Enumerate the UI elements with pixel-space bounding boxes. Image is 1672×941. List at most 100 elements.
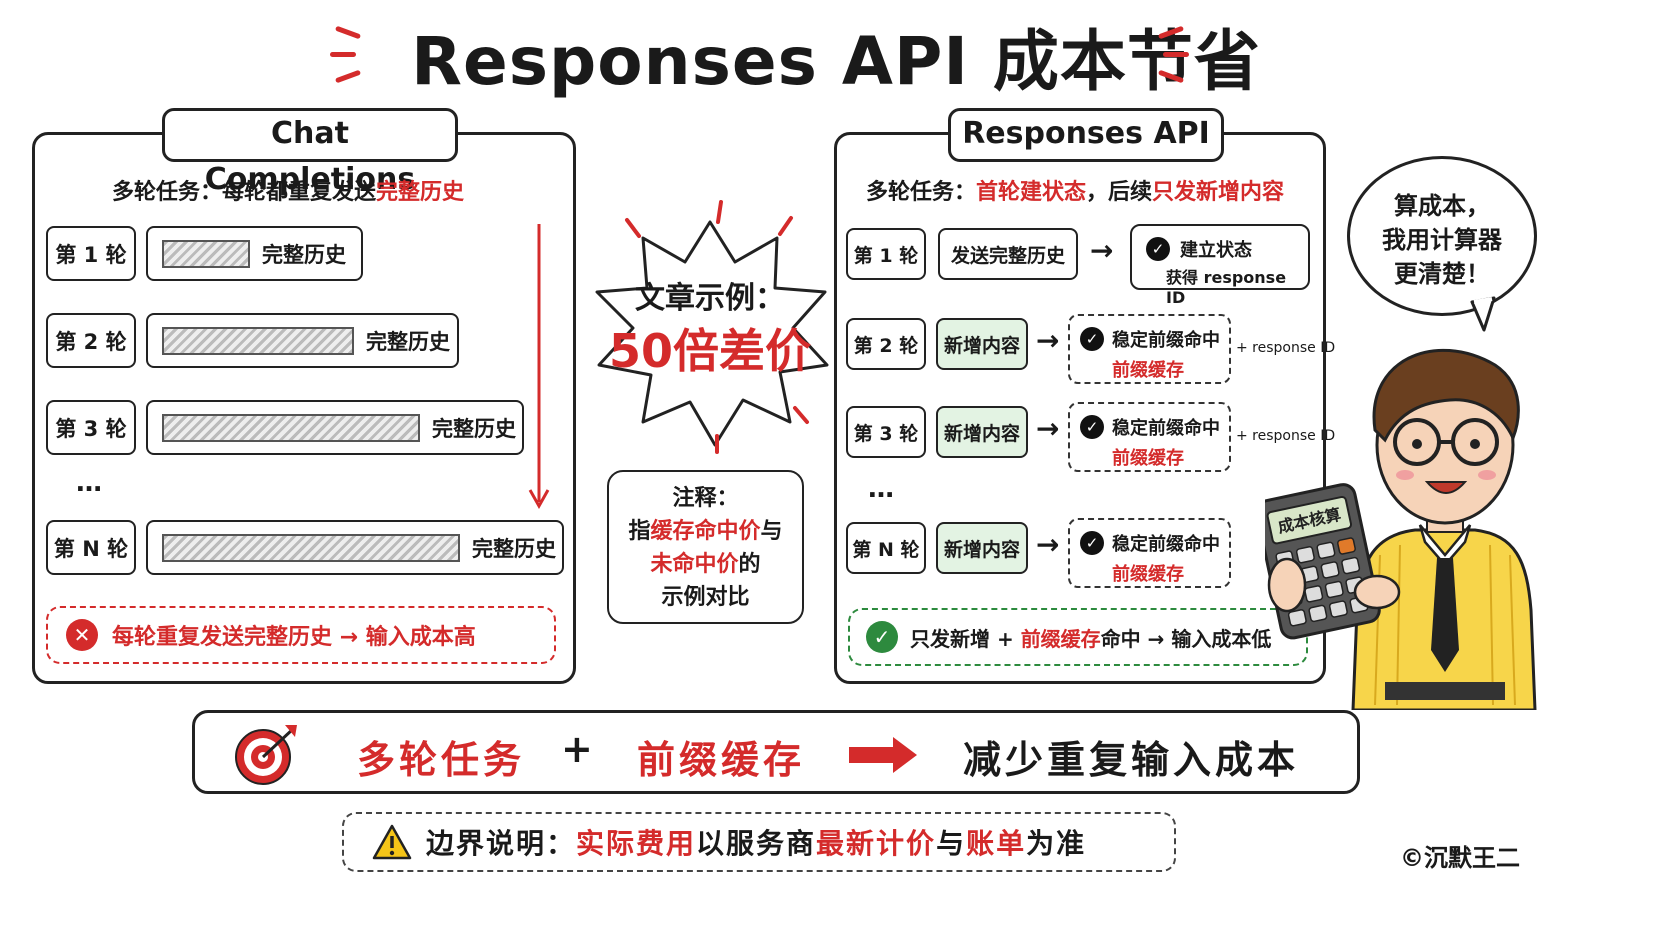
right-subtitle-text: ，后续 [1086,180,1153,205]
history-label: 完整历史 [472,536,556,561]
build-state-text: 建立状态 [1180,240,1252,261]
cache-hit-text: 稳定前缀命中 [1112,330,1220,351]
new-content-box: 新增内容 [936,406,1028,458]
cache-hit-row: ✓ 稳定前缀命中 [1080,414,1220,440]
response-id-tag: + response ID [1236,428,1336,444]
warning-icon [372,824,412,860]
arrow-right-icon [849,737,917,773]
prefix-cache-box: ✓ 稳定前缀命中 前缀缓存 [1068,518,1231,588]
responses-api-tab: Responses API [948,108,1224,162]
history-label: 完整历史 [366,329,450,354]
history-bar [162,533,460,562]
summary-part3: 减少重复输入成本 [963,738,1300,782]
right-ellipsis: … [868,474,894,504]
arrow-right-icon: → [1090,234,1114,267]
boundary-note: 边界说明：实际费用以服务商最新计价与账单为准 [342,812,1176,872]
cache-hit-text: 稳定前缀命中 [1112,418,1220,439]
burst-label: 文章示例： [635,281,785,316]
right-round-label: 第 N 轮 [846,522,926,574]
right-subtitle-highlight: 只发新增内容 [1152,180,1285,205]
right-subtitle: 多轮任务：首轮建状态，后续只发新增内容 [866,174,1284,206]
check-icon: ✓ [1146,237,1170,261]
check-icon: ✓ [1080,327,1104,351]
left-subtitle-text: 多轮任务：每轮都重复发送 [112,180,377,205]
left-subtitle: 多轮任务：每轮都重复发送完整历史 [112,174,464,206]
cache-label: 前缀缓存 [1112,448,1184,469]
send-full-history-box: 发送完整历史 [938,228,1078,280]
note-text: 的 [738,552,761,577]
left-round-label: 第 1 轮 [46,226,136,281]
note-text: 指 [628,519,651,544]
right-footer-text: 只发新增 + 前缀缓存命中 → 输入成本低 [910,623,1271,652]
spark-decoration [330,52,356,57]
response-id-text: 获得 response ID [1166,268,1287,307]
prefix-cache-box: ✓ 稳定前缀命中 前缀缓存 [1068,402,1231,472]
check-icon: ✓ [1080,415,1104,439]
burst-shape [595,200,829,454]
history-bar [162,413,420,442]
target-icon [235,725,297,785]
note-box: 注释： 指缓存命中价与 未命中价的 示例对比 [607,470,804,624]
note-highlight: 缓存命中价 [650,519,761,544]
left-history-box: 完整历史 [146,400,524,455]
bubble-tail [1470,296,1496,332]
prefix-cache-box: ✓ 稳定前缀命中 前缀缓存 [1068,314,1231,384]
left-round-label: 第 N 轮 [46,520,136,575]
note-highlight: 未命中价 [650,552,739,577]
check-icon: ✓ [1080,531,1104,555]
chat-completions-tab: Chat Completions [162,108,458,197]
cache-hit-row: ✓ 稳定前缀命中 [1080,530,1220,556]
note-title: 注释： [672,486,739,511]
boundary-text: 以服务商 [696,827,817,860]
boundary-text: 为准 [1026,827,1087,860]
note-line: 未命中价的 [609,548,802,581]
cache-hit-row: ✓ 稳定前缀命中 [1080,326,1220,352]
boundary-text: 与 [936,827,967,860]
arrow-right-icon: → [1036,528,1060,561]
author-credit: ©沉默王二 [1400,844,1520,872]
summary-part1: 多轮任务 [357,738,526,782]
history-bar [162,326,354,355]
response-id-tag: + response ID [1236,340,1336,356]
left-history-box: 完整历史 [146,520,564,575]
footer-highlight: 前缀缓存 [1020,626,1101,651]
character-illustration-icon: 成本核算 [1265,348,1537,710]
right-subtitle-text: 多轮任务： [866,180,977,205]
boundary-highlight: 实际费用 [576,827,697,860]
footer-text: 命中 → 输入成本低 [1100,626,1272,651]
cache-label: 前缀缓存 [1112,564,1184,585]
cross-icon: ✕ [66,619,98,651]
boundary-highlight: 账单 [966,827,1027,860]
note-text: 与 [760,519,783,544]
summary-bar: 多轮任务 + 前缀缓存 减少重复输入成本 [192,710,1360,794]
new-content-box: 新增内容 [936,318,1028,370]
left-round-label: 第 3 轮 [46,400,136,455]
left-round-label: 第 2 轮 [46,313,136,368]
note-line: 示例对比 [661,585,750,610]
right-round-label: 第 1 轮 [846,228,926,280]
build-state-row: ✓ 建立状态 [1146,236,1252,262]
left-footer: ✕ 每轮重复发送完整历史 → 输入成本高 [46,606,556,664]
arrow-right-icon: → [1036,412,1060,445]
spark-decoration [1163,52,1189,57]
cache-label: 前缀缓存 [1112,360,1184,381]
right-round-label: 第 3 轮 [846,406,926,458]
history-label: 完整历史 [432,416,516,441]
bubble-line: 更清楚！ [1394,260,1490,288]
build-state-box: ✓ 建立状态 获得 response ID [1130,224,1310,307]
history-label: 完整历史 [262,242,346,267]
left-footer-text: 每轮重复发送完整历史 → 输入成本高 [112,625,476,650]
left-history-box: 完整历史 [146,226,363,281]
cache-hit-text: 稳定前缀命中 [1112,534,1220,555]
right-subtitle-highlight: 首轮建状态 [976,180,1087,205]
speech-bubble: 算成本， 我用计算器 更清楚！ [1347,156,1537,316]
burst-highlight: 50倍差价 [608,324,811,378]
left-history-box: 完整历史 [146,313,459,368]
left-subtitle-highlight: 完整历史 [376,180,465,205]
bubble-line: 我用计算器 [1382,226,1502,254]
bubble-line: 算成本， [1394,192,1490,220]
boundary-highlight: 最新计价 [816,827,937,860]
note-line: 指缓存命中价与 [609,515,802,548]
left-ellipsis: … [76,468,102,498]
summary-plus: + [561,727,597,771]
